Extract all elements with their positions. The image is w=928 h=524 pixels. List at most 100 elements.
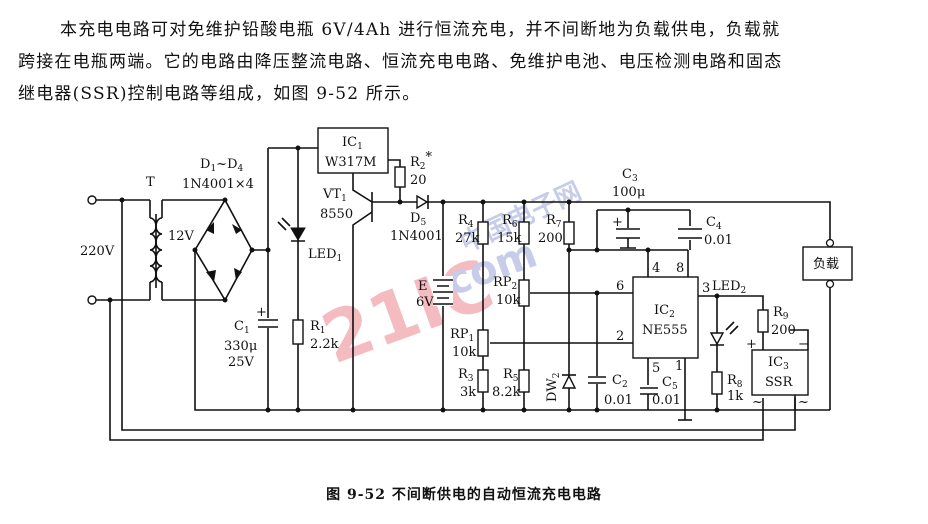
potentiometer-rp2 (518, 279, 530, 307)
paragraph-line: 跨接在电瓶两端。它的电路由降压整流电路、恒流充电电路、免维护电池、电压检测电路和… (18, 52, 783, 72)
load (802, 238, 853, 289)
c3-label: C3 (622, 167, 638, 184)
bridge-part: 1N4001×4 (182, 177, 254, 192)
capacitor-c3: + (612, 210, 640, 249)
r8-label: R8 (727, 373, 743, 390)
ic2-pin: 2 (616, 329, 624, 344)
paragraph-line: 本充电电路可对免维护铅酸电瓶 6V/4Ah 进行恒流充电，并不间断地为负载供电，… (60, 20, 781, 40)
potentiometer-rp1 (477, 329, 489, 357)
ic3-part: SSR (765, 375, 794, 390)
resistor-r9 (757, 309, 769, 333)
ic2-pin: 8 (676, 261, 684, 276)
c1-voltage: 25V (228, 355, 255, 370)
d5-label: D5 (410, 211, 426, 228)
capacitor-c1: + (256, 305, 278, 328)
vt1-part: 8550 (320, 207, 353, 222)
resistor-r8 (711, 371, 723, 395)
r1-label: R1 (310, 319, 326, 336)
ic3-ac: ~ (798, 395, 809, 410)
c2-label: C2 (612, 373, 628, 390)
ic2-pin: 6 (616, 279, 624, 294)
dw2-label: DW2 (545, 372, 562, 402)
ic2-box (632, 276, 699, 359)
svg-text:+: + (612, 215, 623, 230)
ic1-box (317, 127, 389, 174)
ic2-pin: 5 (652, 361, 660, 376)
resistor-r4 (477, 221, 489, 245)
c4-value: 0.01 (704, 233, 733, 248)
r6-value: 15k (497, 231, 522, 246)
capacitor-c2 (588, 376, 606, 384)
r5-value: 8.2k (492, 385, 521, 400)
bridge-label: D1~D4 (200, 157, 244, 174)
ic2-pin: 4 (652, 261, 660, 276)
resistor-r6 (518, 221, 530, 245)
resistor-r5 (518, 369, 530, 393)
rp1-value: 10k (452, 345, 477, 360)
resistor-r1 (292, 319, 304, 345)
load-label: 负载 (813, 257, 839, 272)
resistor-r7 (563, 221, 575, 245)
rp2-value: 10k (496, 293, 521, 308)
ic3-ac: ~ (752, 395, 763, 410)
diode-d5 (416, 194, 429, 210)
ic3-plus: + (746, 337, 757, 352)
r4-label: R4 (458, 213, 474, 230)
rp1-label: RP1 (450, 327, 474, 344)
ic3-ssr-box (751, 349, 809, 396)
ic2-label: IC2 (654, 303, 675, 320)
paragraph-line: 继电器(SSR)控制电路等组成，如图 9-52 所示。 (18, 84, 421, 104)
led2 (709, 321, 739, 346)
battery-value: 6V (416, 295, 434, 310)
c4-label: C4 (706, 215, 722, 232)
bridge-diodes (206, 222, 242, 282)
body-paragraph: 本充电电路可对免维护铅酸电瓶 6V/4Ah 进行恒流充电，并不间断地为负载供电，… (18, 14, 918, 110)
r2-label: R2* (410, 150, 433, 172)
r9-value: 200 (771, 323, 796, 338)
led1-label: LED1 (308, 247, 342, 264)
r7-value: 200 (538, 231, 563, 246)
zener-dw2 (561, 374, 577, 389)
r1-value: 2.2k (310, 337, 339, 352)
r3-value: 3k (460, 385, 476, 400)
ic2-pin: 3 (702, 281, 710, 296)
rp2-label: RP2 (493, 275, 517, 292)
led1 (277, 217, 306, 242)
figure-caption: 图 9-52 不间断供电的自动恒流充电电路 (326, 487, 602, 503)
vt1-label: VT1 (322, 187, 347, 204)
c1-label: C1 (234, 319, 250, 336)
r8-value: 1k (727, 389, 743, 404)
d5-part: 1N4001 (390, 229, 443, 244)
ic1-label: IC1 (342, 135, 363, 152)
battery-label: E (418, 279, 428, 294)
ic2-part: NE555 (642, 323, 688, 338)
capacitor-c4 (678, 226, 702, 240)
r3-label: R3 (458, 367, 474, 384)
capacitor-c5 (640, 387, 658, 410)
battery-e (433, 276, 453, 306)
transformer-label: T (146, 175, 155, 190)
input-terminals (87, 195, 97, 305)
ic2-pin: 1 (675, 359, 683, 374)
r7-label: R7 (546, 213, 562, 230)
r6-label: R6 (502, 213, 518, 230)
junction-dots (107, 145, 720, 413)
resistor-r3 (477, 369, 489, 393)
c5-value: 0.01 (652, 393, 681, 408)
c1-value: 330μ (224, 339, 257, 354)
r9-label: R9 (773, 305, 789, 322)
r2-value: 20 (410, 173, 427, 188)
c5-label: C5 (662, 375, 678, 392)
input-voltage-label: 220V (80, 244, 115, 259)
r5-label: R5 (503, 367, 519, 384)
c3-value: 100μ (612, 185, 645, 200)
led2-label: LED2 (712, 279, 746, 296)
transformer (149, 214, 163, 288)
r4-value: 27k (455, 231, 480, 246)
ic1-part: W317M (325, 155, 377, 170)
c2-value: 0.01 (604, 393, 633, 408)
ic3-label: IC3 (768, 355, 789, 372)
svg-text:+: + (256, 305, 267, 320)
resistor-r2 (394, 166, 406, 188)
